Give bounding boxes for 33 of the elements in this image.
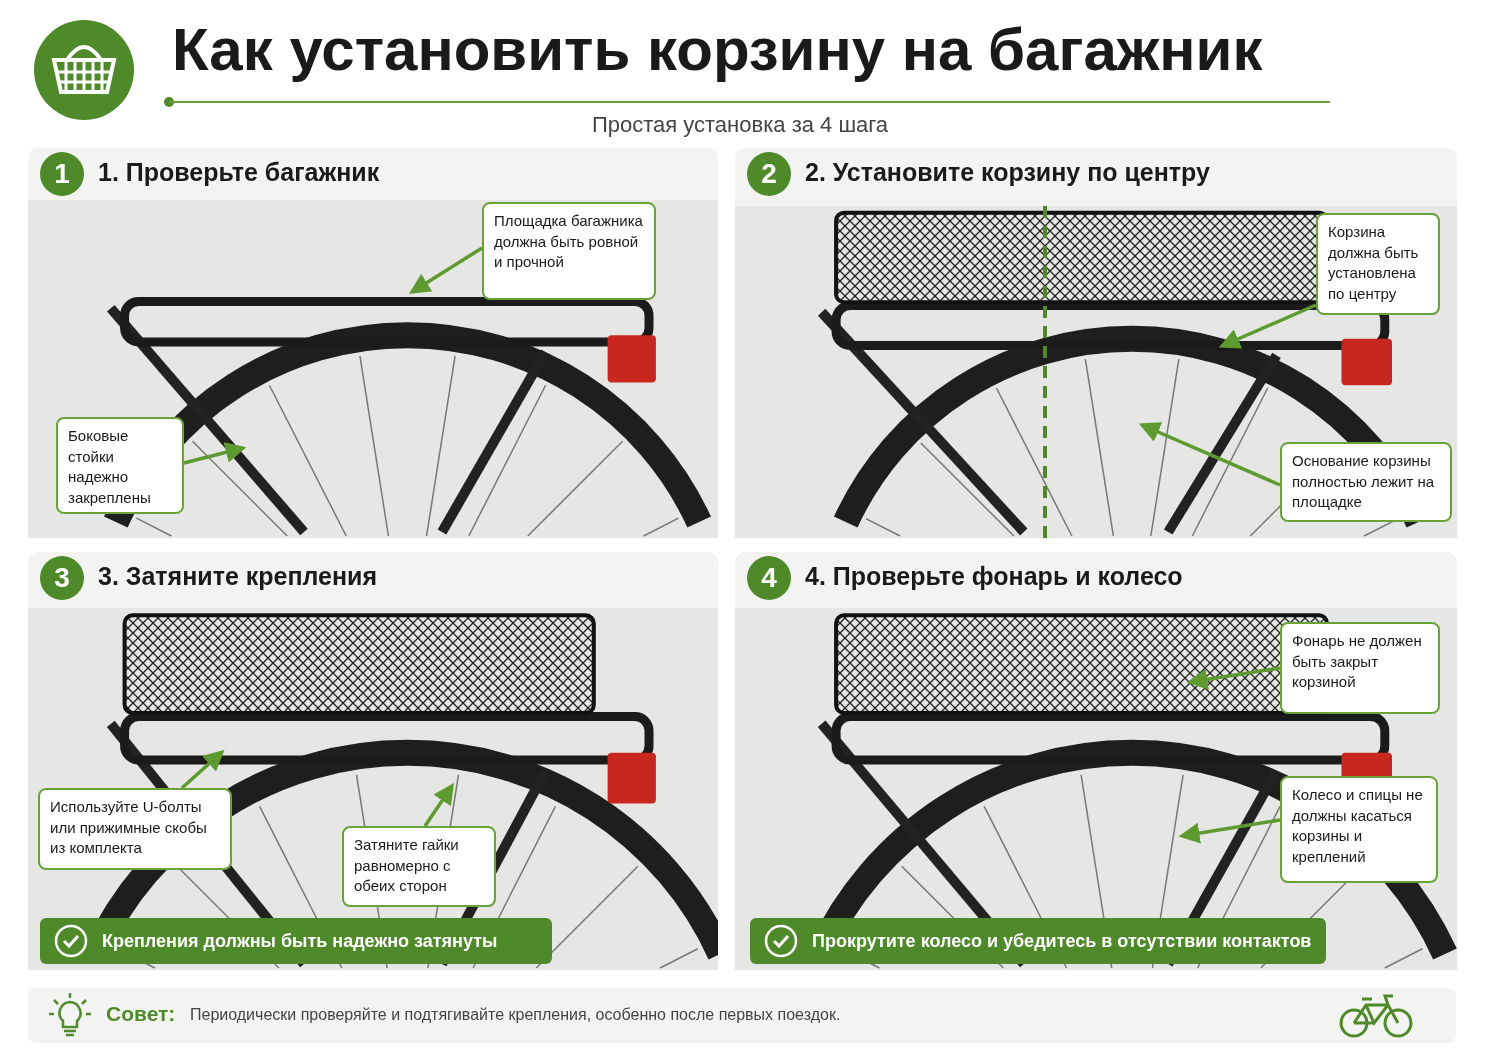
subtitle: Простая установка за 4 шага <box>590 112 890 138</box>
callout-box: Используйте U-болты или прижимные скобы из комплекта <box>38 788 232 870</box>
note-banner <box>40 918 552 964</box>
note-banner <box>750 918 1326 964</box>
leader-arrow <box>1178 818 1281 844</box>
step-number-badge: 2 <box>747 152 791 196</box>
tip-label: Совет: <box>106 1002 176 1026</box>
step-number-badge: 3 <box>40 556 84 600</box>
step-heading: 4. Проверьте фонарь и колесо <box>805 562 1183 591</box>
leader-arrow <box>1186 666 1281 690</box>
callout-box: Колесо и спицы не должны касаться корзины и креплений <box>1280 776 1438 883</box>
leader-arrow <box>1138 422 1281 487</box>
step-heading: 1. Проверьте багажник <box>98 158 380 187</box>
leader-arrow <box>409 246 483 294</box>
page-title: Как установить корзину на багажник <box>172 15 1263 85</box>
leader-arrow <box>423 783 454 827</box>
tip-text: Периодически проверяйте и подтягивайте крепления, особенно после первых поездок. <box>190 1006 841 1024</box>
tip-bar <box>28 988 1456 1043</box>
callout-box: Корзина должна быть установлена по центру <box>1316 213 1440 315</box>
step-heading: 3. Затяните крепления <box>98 562 378 591</box>
callout-box: Основание корзины полностью лежит на площадке <box>1280 442 1452 522</box>
callout-box: Затяните гайки равномерно с обеих сторон <box>342 826 496 907</box>
banner-text: Прокрутите колесо и убедитесь в отсутствии контактов <box>812 930 1312 952</box>
step-heading: 2. Установите корзину по центру <box>805 158 1210 187</box>
banner-text: Крепления должны быть надежно затянуты <box>102 930 498 952</box>
leader-arrow <box>183 442 247 465</box>
callout-box: Фонарь не должен быть закрыт корзиной <box>1280 622 1440 714</box>
callout-box: Площадка багажника должна быть ровной и прочной <box>482 202 656 300</box>
leader-arrow <box>1218 303 1317 349</box>
step-number-badge: 4 <box>747 556 791 600</box>
step-number-badge: 1 <box>40 152 84 196</box>
leader-arrow <box>180 749 225 790</box>
callout-box: Боковые стойки надежно закреплены <box>56 417 184 514</box>
